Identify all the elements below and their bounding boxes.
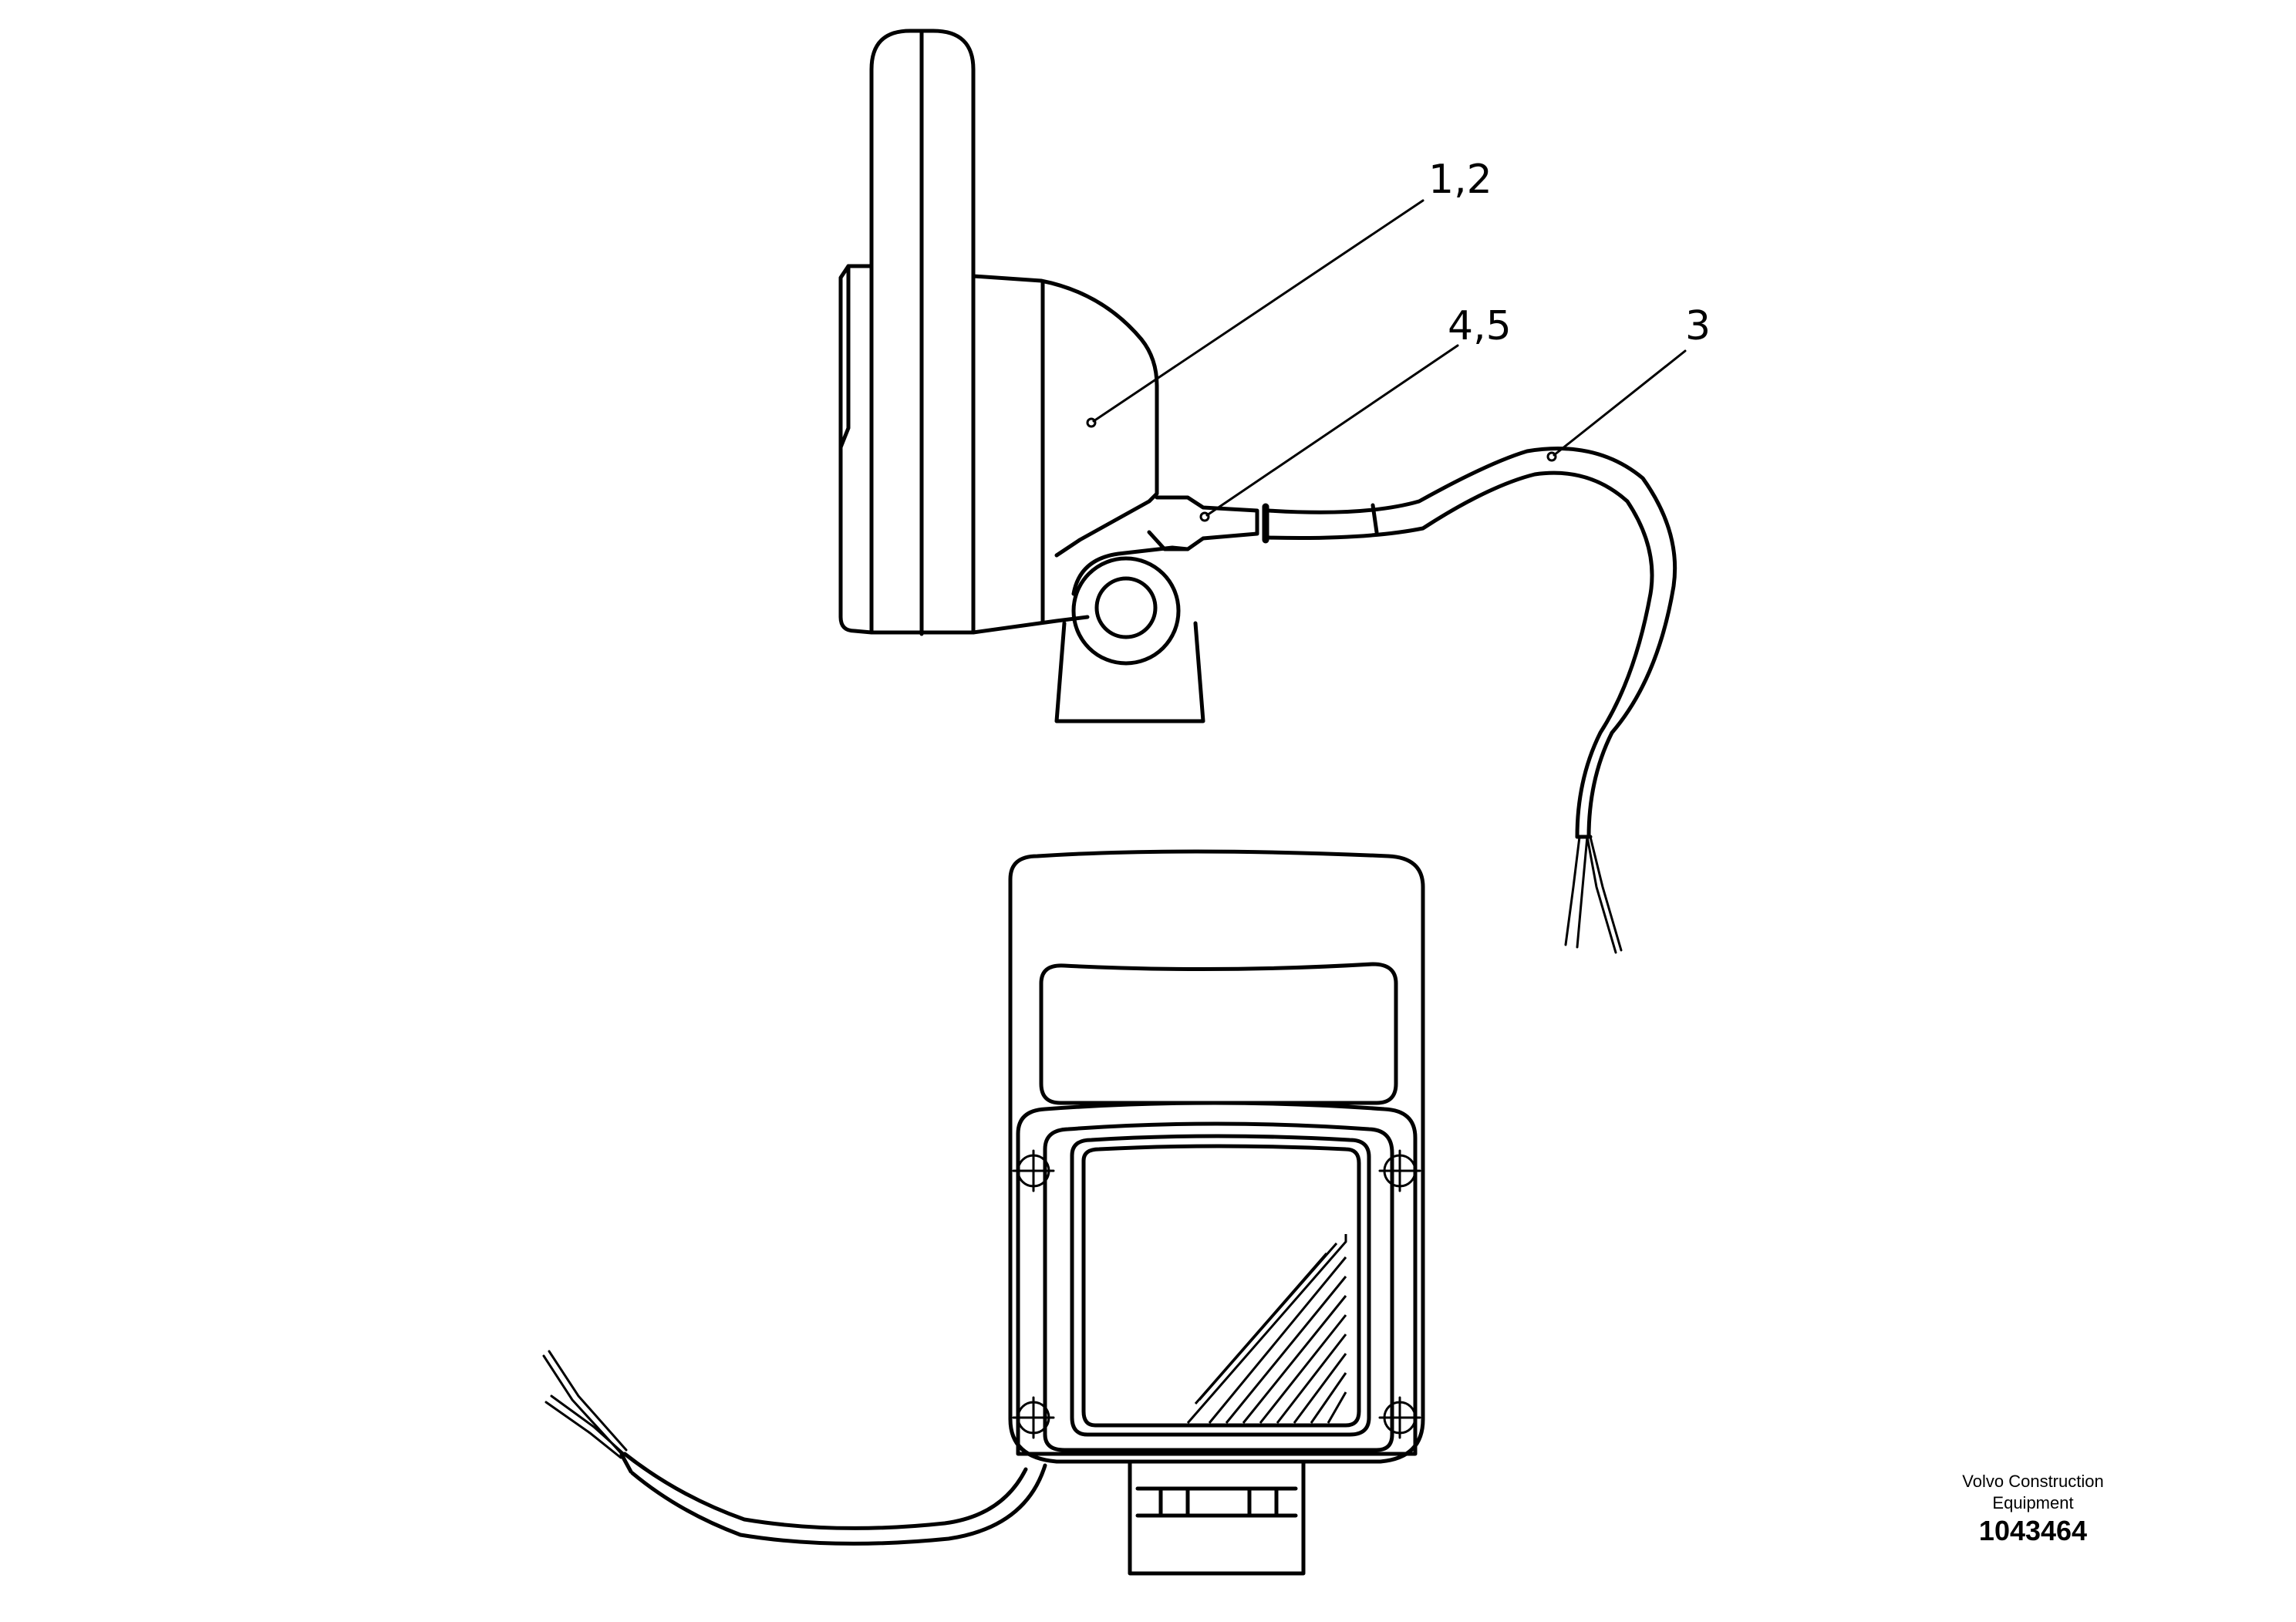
front-view-lamp	[542, 849, 1425, 1576]
callout-label-4-5: 4,5	[1448, 303, 1512, 349]
brand-line-2: Equipment	[1992, 1493, 2074, 1512]
lens-reflection-hatch	[1186, 1234, 1347, 1424]
screw-icon	[1378, 1149, 1421, 1192]
brand-line-1: Volvo Construction	[1962, 1472, 2104, 1491]
screw-icon	[1012, 1396, 1055, 1439]
callout-label-1-2: 1,2	[1428, 157, 1492, 203]
callout-label-3: 3	[1685, 303, 1711, 349]
document-number: 1043464	[1978, 1515, 2088, 1546]
screw-icon	[1378, 1396, 1421, 1439]
leader-lines	[1086, 199, 1687, 522]
side-view-lamp	[838, 29, 1677, 954]
screw-icon	[1012, 1149, 1055, 1192]
